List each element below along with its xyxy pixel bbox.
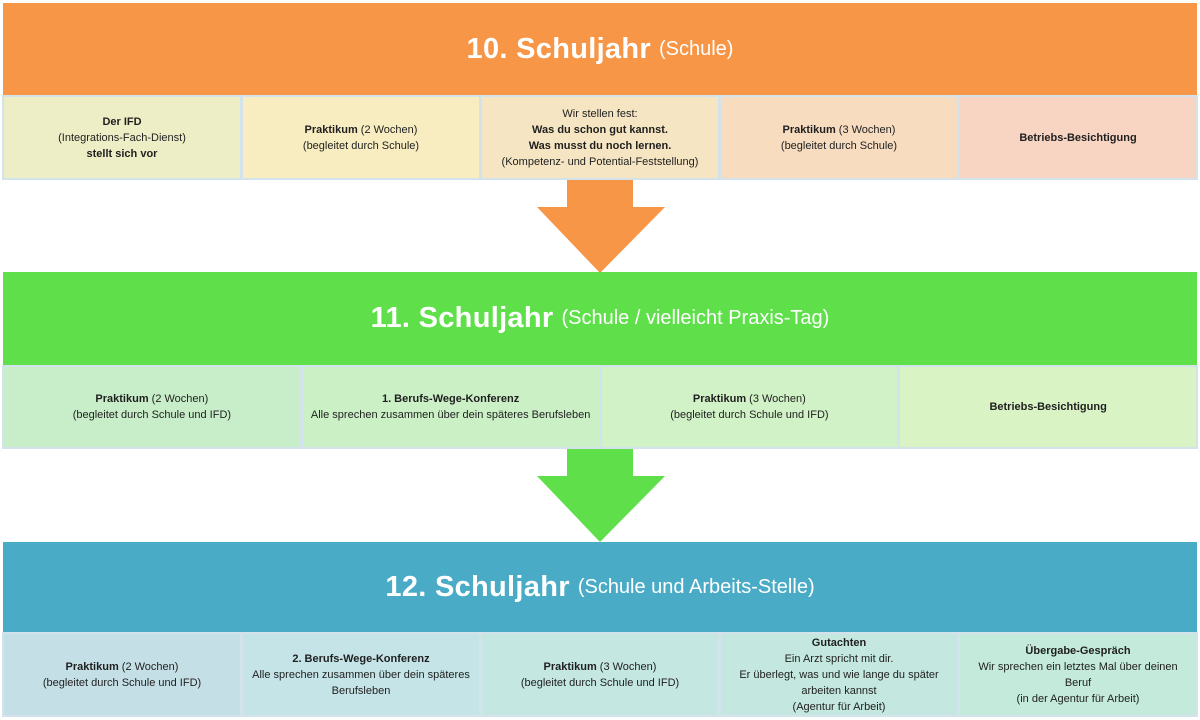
step-line-text: Er überlegt, was und wie lange du später… (739, 668, 939, 697)
step-line: Praktikum (2 Wochen) (305, 122, 418, 138)
header-12-schuljahr: 12. Schuljahr (Schule und Arbeits-Stelle… (3, 542, 1197, 632)
step-line: (begleitet durch Schule und IFD) (521, 675, 679, 691)
step-line-bold: Was du schon gut kannst. (532, 123, 668, 136)
step-line-bold: stellt sich vor (86, 147, 158, 160)
step-line-bold: Praktikum (543, 660, 597, 673)
step-line: (begleitet durch Schule und IFD) (73, 407, 231, 423)
step-line: Praktikum (2 Wochen) (66, 659, 179, 675)
header-11-schuljahr: 11. Schuljahr (Schule / vielleicht Praxi… (3, 272, 1197, 365)
step-line-text: (begleitet durch Schule und IFD) (42, 676, 202, 689)
step-line-text: (begleitet durch Schule und IFD) (670, 409, 829, 421)
step-cell: Betriebs-Besichtigung (960, 97, 1196, 178)
step-line: Der IFD (102, 114, 141, 130)
step-line: Gutachten (812, 635, 866, 651)
step-line-bold: Betriebs-Besichtigung (1019, 131, 1137, 144)
step-line-text: (3 Wochen) (835, 123, 896, 136)
step-line-bold: Übergabe-Gespräch (1025, 644, 1131, 657)
step-line-bold: 2. Berufs-Wege-Konferenz (292, 652, 430, 665)
step-line-bold: Praktikum (782, 123, 836, 136)
step-line-bold: 1. Berufs-Wege-Konferenz (381, 393, 520, 405)
step-line: Er überlegt, was und wie lange du später… (727, 667, 951, 699)
step-line-text: (2 Wochen) (118, 660, 179, 673)
step-line-bold: Praktikum (304, 123, 358, 136)
step-line: (Integrations-Fach-Dienst) (58, 130, 186, 146)
section-title: 11. Schuljahr (370, 302, 554, 334)
step-line: Was musst du noch lernen. (529, 138, 672, 154)
section-subtitle: (Schule / vielleicht Praxis-Tag) (561, 307, 830, 329)
step-line-bold: Gutachten (811, 636, 867, 649)
step-line: (in der Agentur für Arbeit) (1017, 691, 1140, 707)
step-line: Übergabe-Gespräch (1025, 643, 1130, 659)
step-line-bold: Was musst du noch lernen. (528, 139, 672, 152)
step-line-bold: Praktikum (65, 660, 119, 673)
step-line-text: (begleitet durch Schule und IFD) (72, 409, 232, 421)
step-line-text: (Kompetenz- und Potential-Feststellung) (501, 155, 699, 168)
step-line-text: (2 Wochen) (357, 123, 418, 136)
step-line: Praktikum (3 Wochen) (693, 391, 806, 407)
step-line: (Agentur für Arbeit) (793, 699, 886, 715)
header-10-schuljahr: 10. Schuljahr (Schule) (3, 3, 1197, 95)
steps-row-12: Praktikum (2 Wochen)(begleitet durch Sch… (2, 632, 1198, 717)
step-line: Wir sprechen ein letztes Mal über deinen… (966, 659, 1190, 691)
section-title: 10. Schuljahr (466, 32, 651, 65)
step-cell: Praktikum (3 Wochen) (begleitet durch Sch… (601, 367, 898, 447)
step-cell: Der IFD (Integrations-Fach-Dienst) stellt … (4, 97, 240, 178)
step-line: Ein Arzt spricht mit dir. (785, 651, 894, 667)
step-line: stellt sich vor (87, 146, 158, 162)
step-line: Praktikum (3 Wochen) (783, 122, 896, 138)
step-line-text: Ein Arzt spricht mit dir. (784, 652, 894, 665)
step-cell: Wir stellen fest: Was du schon gut kannst… (482, 97, 718, 178)
steps-row-11: Praktikum (2 Wochen) (begleitet durch Sch… (2, 365, 1198, 449)
step-line-text: (begleitet durch Schule und IFD) (520, 676, 680, 689)
section-subtitle: (Schule und Arbeits-Stelle) (577, 575, 815, 598)
step-line: 2. Berufs-Wege-Konferenz (292, 651, 429, 667)
step-line: Was du schon gut kannst. (532, 122, 668, 138)
step-line: 1. Berufs-Wege-Konferenz (382, 391, 519, 407)
step-line: (Kompetenz- und Potential-Feststellung) (502, 154, 699, 170)
step-cell: Praktikum (2 Wochen)(begleitet durch Sch… (4, 634, 240, 715)
step-cell: Praktikum (3 Wochen)(begleitet durch Sch… (482, 634, 718, 715)
step-line-bold: Praktikum (95, 393, 149, 405)
step-line: Betriebs-Besichtigung (1019, 130, 1136, 146)
step-line-text: Alle sprechen zusammen über dein spätere… (252, 668, 470, 697)
step-line: Betriebs-Besichtigung (989, 399, 1106, 415)
step-line: Alle sprechen zusammen über dein spätere… (249, 667, 473, 699)
step-line: Praktikum (2 Wochen) (95, 391, 208, 407)
step-cell: Praktikum (3 Wochen)(begleitet durch Sch… (721, 97, 957, 178)
step-line-bold: Der IFD (102, 115, 142, 128)
step-cell: Praktikum (2 Wochen)(begleitet durch Sch… (243, 97, 479, 178)
step-cell: Betriebs-Besichtigung (900, 367, 1196, 447)
arrow-down-icon (537, 180, 665, 273)
steps-row-10: Der IFD (Integrations-Fach-Dienst) stellt … (2, 95, 1198, 180)
step-line-text: (in der Agentur für Arbeit) (1016, 692, 1140, 705)
step-cell: Praktikum (2 Wochen) (begleitet durch Sch… (4, 367, 300, 447)
step-line-text: Wir stellen fest: (562, 107, 638, 120)
step-line-text: (Integrations-Fach-Dienst) (58, 131, 186, 144)
step-line-bold: Betriebs-Besichtigung (989, 401, 1107, 413)
step-line-text: (begleitet durch Schule) (780, 139, 898, 152)
section-subtitle: (Schule) (658, 37, 734, 60)
arrow-down-icon (537, 449, 665, 542)
step-line-text: Wir sprechen ein letztes Mal über deinen… (978, 660, 1178, 689)
step-line: (begleitet durch Schule) (781, 138, 897, 154)
step-line: (begleitet durch Schule) (303, 138, 419, 154)
step-line-bold: Praktikum (692, 393, 747, 405)
section-title: 12. Schuljahr (385, 570, 570, 603)
step-line-text: (3 Wochen) (596, 660, 657, 673)
step-line: Praktikum (3 Wochen) (544, 659, 657, 675)
step-line: (begleitet durch Schule und IFD) (670, 407, 828, 423)
step-line-text: (3 Wochen) (746, 393, 806, 405)
step-line-text: (begleitet durch Schule) (302, 139, 420, 152)
step-line-text: Alle sprechen zusammen über dein spätere… (310, 409, 591, 421)
step-line: Wir stellen fest: (562, 106, 637, 122)
step-line: Alle sprechen zusammen über dein spätere… (311, 407, 590, 423)
step-line-text: (2 Wochen) (148, 393, 209, 405)
step-line-text: (Agentur für Arbeit) (792, 700, 886, 713)
step-line: (begleitet durch Schule und IFD) (43, 675, 201, 691)
